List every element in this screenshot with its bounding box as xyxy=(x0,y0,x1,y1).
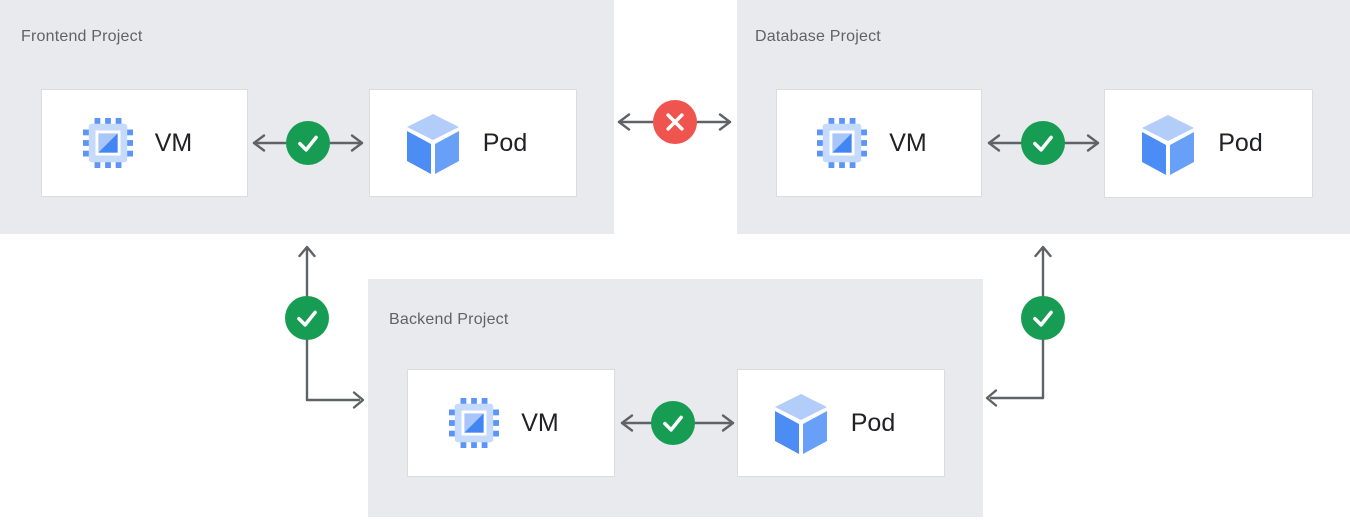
check-icon xyxy=(1033,310,1053,327)
vm-chip-icon xyxy=(82,118,133,168)
check-icon xyxy=(1033,135,1053,152)
status-ok-badge-frontend-internal xyxy=(286,121,330,165)
check-icon xyxy=(298,135,318,152)
status-ok-badge-database-backend xyxy=(1021,296,1065,340)
node-frontend-vm: VM xyxy=(41,89,248,197)
check-icon xyxy=(663,415,683,432)
arrow-up-head xyxy=(1034,245,1052,258)
node-backend-vm: VM xyxy=(407,369,615,477)
arrow-left-head xyxy=(987,134,1001,152)
node-frontend-pod: Pod xyxy=(369,89,577,197)
arrow-up-head xyxy=(298,245,316,258)
arrow-left-head xyxy=(252,134,266,152)
check-icon xyxy=(297,310,317,327)
node-database-pod: Pod xyxy=(1104,89,1313,198)
backend-vm-label: VM xyxy=(521,408,559,437)
status-ok-badge-backend-internal xyxy=(651,401,695,445)
arrow-right-head xyxy=(352,391,365,409)
arrow-left-head xyxy=(985,389,998,407)
arrow-right-head xyxy=(718,113,732,131)
arrow-right-head xyxy=(1086,134,1100,152)
node-backend-pod: Pod xyxy=(737,369,945,477)
frontend-vm-label: VM xyxy=(154,128,193,157)
vm-chip-icon xyxy=(817,118,868,168)
arrow-left-head xyxy=(617,113,631,131)
status-ok-badge-frontend-backend xyxy=(285,296,329,340)
status-error-badge-frontend-database xyxy=(653,100,697,144)
node-database-vm: VM xyxy=(776,89,982,197)
database-vm-label: VM xyxy=(889,128,927,157)
arrow-right-head xyxy=(350,134,364,152)
frontend-project-title: Frontend Project xyxy=(21,28,143,45)
cross-icon xyxy=(666,113,684,131)
pod-cube-icon xyxy=(406,114,459,174)
arrow-left-head xyxy=(620,414,634,432)
database-pod-label: Pod xyxy=(1218,129,1263,157)
vm-chip-icon xyxy=(449,398,500,448)
backend-project-title: Backend Project xyxy=(389,311,509,328)
arrow-right-head xyxy=(721,414,735,432)
database-project-title: Database Project xyxy=(755,28,881,45)
pod-cube-icon xyxy=(774,394,827,454)
pod-cube-icon xyxy=(1142,114,1195,175)
status-ok-badge-database-internal xyxy=(1021,121,1065,165)
backend-pod-label: Pod xyxy=(850,408,896,437)
frontend-pod-label: Pod xyxy=(482,128,528,157)
